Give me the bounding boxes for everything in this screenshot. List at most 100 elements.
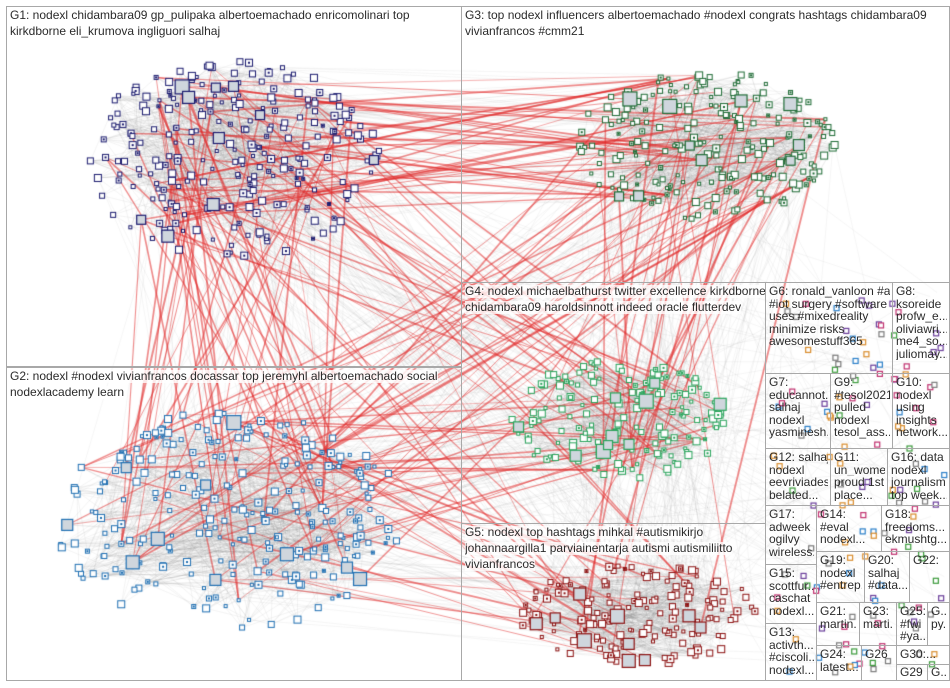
group-label-line: #eval	[820, 521, 879, 534]
group-label-line: vivianfrancos	[465, 558, 535, 571]
group-box-G10: G10: nodexl using insights network...	[892, 373, 950, 449]
group-box-G28: G...	[927, 664, 950, 681]
group-box-G2: G2: nodexl #nodexl vivianfrancos docassa…	[6, 367, 462, 681]
group-label-G16: G16: data nodexl journalism top week...	[891, 451, 947, 501]
group-label-G26: G26	[865, 648, 894, 661]
group-label-G2: G2: nodexl #nodexl vivianfrancos docassa…	[10, 370, 459, 402]
group-label-line: G18:	[885, 508, 947, 521]
group-label-G27: G... py...	[931, 605, 947, 630]
group-label-line: place...	[834, 489, 885, 502]
group-label-line: johannaargilla1 parviainentarja autismi …	[465, 542, 732, 555]
group-label-line: G13:	[769, 626, 814, 639]
group-label-line: G4: nodexl michaelbathurst twitter excel…	[465, 285, 766, 298]
group-label-line: G10:	[896, 376, 947, 389]
group-label-G25: G25: #fwi #ya...	[900, 605, 925, 643]
group-label-line: G...	[931, 605, 947, 618]
group-label-line: me4_so...	[896, 335, 947, 348]
group-box-G8: G8: ksoreide profw_e... oliviawri... me4…	[892, 282, 950, 374]
group-label-line: adweek	[769, 521, 814, 534]
group-box-G21: G21: martin...	[816, 602, 860, 646]
group-box-G18: G18: freedoms... ekmushtɡ...	[881, 505, 950, 552]
group-box-G4: G4: nodexl michaelbathurst twitter excel…	[461, 282, 766, 524]
group-label-line: nodexlacademy learn	[10, 386, 124, 399]
group-label-line: insights	[896, 414, 947, 427]
group-box-G23: G23: marti...	[859, 602, 897, 646]
group-label-line: G19:	[820, 554, 862, 567]
group-label-line: #fwi	[900, 618, 925, 631]
group-box-G26: G26	[861, 645, 897, 681]
group-label-line: G29	[900, 666, 925, 679]
group-label-line: G16: data	[891, 451, 947, 464]
group-box-G29: G29	[896, 664, 928, 681]
group-label-line: minimize risks	[769, 323, 890, 336]
group-label-line: G...	[931, 666, 947, 679]
group-box-G11: G11: un_women proud 1st place...	[830, 448, 888, 506]
group-label-line: nodexl	[820, 567, 862, 580]
group-label-line: G25:	[900, 605, 925, 618]
group-label-line: G5: nodexl top hashtags mihkal #autismik…	[465, 526, 703, 539]
group-label-line: #ya...	[900, 630, 925, 643]
group-label-G28: G...	[931, 666, 947, 679]
group-label-line: G14:	[820, 508, 879, 521]
group-label-line: G24:	[820, 648, 859, 661]
group-label-line: ekmushtɡ...	[885, 533, 947, 546]
group-label-line: salhaj	[769, 401, 828, 414]
group-label-line: eevriviades	[769, 476, 828, 489]
group-label-line: ksoreide	[896, 298, 947, 311]
group-label-line: pulled	[834, 401, 890, 414]
group-label-G3: G3: top nodexl influencers albertoemacha…	[465, 9, 947, 41]
group-label-line: oliviawri...	[896, 323, 947, 336]
group-box-G20: G20: salhaj #data...	[864, 551, 910, 603]
group-label-G22: G22:	[913, 554, 947, 567]
group-box-G1: G1: nodexl chidambara09 gp_pulipaka albe…	[6, 6, 462, 367]
group-label-G5: G5: nodexl top hashtags mihkal #autismik…	[465, 526, 763, 574]
group-label-G17: G17: adweek ogilvy wireless...	[769, 508, 814, 558]
group-box-G24: G24: latest...	[816, 645, 862, 681]
group-box-G13: G13: activth... #ciscoli... nodexl...	[765, 623, 817, 681]
group-label-line: nodexl...	[769, 605, 814, 618]
group-label-line: #data...	[868, 579, 907, 592]
group-label-line: G21:	[820, 605, 857, 618]
group-label-line: tesol_ass...	[834, 426, 890, 439]
group-label-line: #iot surgery #software	[769, 298, 890, 311]
group-label-line: #entrep...	[820, 579, 862, 592]
group-label-G6: G6: ronald_vanloon #ai #iot surgery #sof…	[769, 285, 890, 348]
group-label-line: marti...	[863, 618, 894, 631]
group-box-G19: G19: nodexl #entrep...	[816, 551, 865, 603]
group-label-G19: G19: nodexl #entrep...	[820, 554, 862, 592]
group-label-line: journalism	[891, 476, 947, 489]
group-label-line: freedoms...	[885, 521, 947, 534]
group-label-line: G6: ronald_vanloon #ai	[769, 285, 890, 298]
group-label-line: activth...	[769, 639, 814, 652]
group-label-line: educannot...	[769, 389, 828, 402]
group-label-G11: G11: un_women proud 1st place...	[834, 451, 885, 501]
group-label-line: latest...	[820, 661, 859, 674]
group-label-line: caschat	[769, 592, 814, 605]
group-label-line: kirkdborne eli_krumova ingliguori salhaj	[10, 25, 220, 38]
group-label-line: G30:...	[900, 648, 947, 661]
group-label-line: G8:	[896, 285, 947, 298]
group-label-G20: G20: salhaj #data...	[868, 554, 907, 592]
group-label-line: chidambara09 haroldsinnott indeed oracle…	[465, 301, 741, 314]
group-label-G24: G24: latest...	[820, 648, 859, 673]
group-label-line: vivianfrancos #cmm21	[465, 25, 584, 38]
group-label-G21: G21: martin...	[820, 605, 857, 630]
group-label-line: ogilvy	[769, 533, 814, 546]
group-box-G3: G3: top nodexl influencers albertoemacha…	[461, 6, 950, 283]
group-label-line: nodexl	[896, 389, 947, 402]
group-label-line: scottfur...	[769, 580, 814, 593]
group-label-line: network...	[896, 426, 947, 439]
group-label-line: salhaj	[868, 567, 907, 580]
group-label-G29: G29	[900, 666, 925, 679]
group-label-line: G20:	[868, 554, 907, 567]
group-label-G10: G10: nodexl using insights network...	[896, 376, 947, 439]
group-box-G30: G30:...	[896, 645, 950, 665]
group-label-line: nodexl	[834, 414, 890, 427]
group-label-G18: G18: freedoms... ekmushtɡ...	[885, 508, 947, 546]
group-label-line: #ciscoli...	[769, 651, 814, 664]
group-label-line: G7:	[769, 376, 828, 389]
group-label-line: proud 1st	[834, 476, 885, 489]
group-box-G5: G5: nodexl top hashtags mihkal #autismik…	[461, 523, 766, 681]
group-label-line: G1: nodexl chidambara09 gp_pulipaka albe…	[10, 9, 410, 22]
group-label-G1: G1: nodexl chidambara09 gp_pulipaka albe…	[10, 9, 459, 41]
